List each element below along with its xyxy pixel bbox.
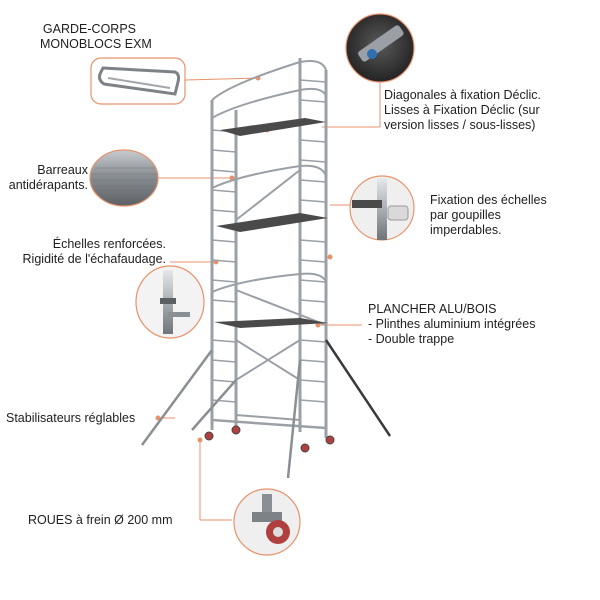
label-garde-corps: GARDE-CORPS MONOBLOCS EXM bbox=[40, 22, 152, 51]
wheels bbox=[204, 425, 335, 453]
scaffold-tower bbox=[210, 58, 328, 438]
label-plancher: PLANCHER ALU/BOIS - Plinthes aluminium i… bbox=[368, 302, 536, 346]
label-roues: ROUES à frein Ø 200 mm bbox=[28, 513, 173, 527]
ladder-joint-detail bbox=[135, 265, 205, 339]
rung-detail bbox=[89, 149, 159, 207]
guardrail-detail bbox=[90, 57, 186, 105]
label-echelles: Échelles renforcées. Rigidité de l'échaf… bbox=[22, 237, 166, 266]
stabilizers bbox=[140, 339, 392, 479]
pin-fixation-detail bbox=[349, 175, 415, 241]
platforms bbox=[214, 118, 328, 328]
label-barreaux: Barreaux antidérapants. bbox=[8, 163, 88, 192]
diagonal-click-detail bbox=[345, 13, 415, 83]
wheel-detail bbox=[233, 488, 301, 556]
label-diagonales: Diagonales à fixation Déclic. Lisses à F… bbox=[384, 88, 542, 132]
label-fixation-echelles: Fixation des échelles par goupilles impe… bbox=[430, 193, 547, 237]
label-stabilisateurs: Stabilisateurs réglables bbox=[6, 411, 136, 425]
